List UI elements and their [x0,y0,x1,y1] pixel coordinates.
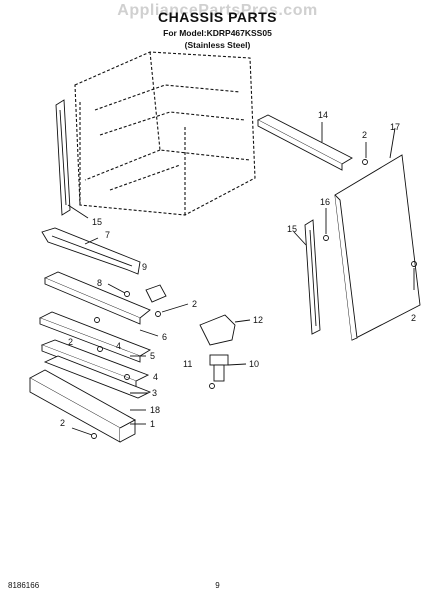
leader-2b [161,303,189,313]
screw-2d [91,433,97,439]
side-panel-17 [334,154,421,341]
callout-2e: 2 [411,313,416,323]
callout-6: 6 [162,332,167,342]
trim-4 [43,355,152,399]
channel-6 [38,311,152,363]
bracket-12 [199,314,236,346]
clip-9 [145,284,167,303]
callout-4a: 4 [116,341,121,351]
right-side-rail [304,219,321,335]
leader-15b [293,231,307,246]
callout-14: 14 [318,110,328,120]
callout-15b: 15 [287,224,297,234]
screw-2a [362,159,368,165]
left-side-rail [55,99,71,216]
screw-16 [323,235,329,241]
leader-6 [139,329,159,337]
page-number: 9 [215,581,220,590]
chassis-cabinet-outline [74,51,256,216]
top-brace-14 [257,114,353,171]
callout-2b: 2 [192,299,197,309]
screw-2b [155,311,161,317]
leader-2d [71,427,93,436]
callout-12: 12 [253,315,263,325]
callout-9: 9 [142,262,147,272]
leader-12 [234,319,251,323]
callout-7: 7 [105,230,110,240]
callout-10: 10 [249,359,259,369]
leader-15a [67,204,89,219]
callout-18: 18 [150,405,160,415]
screw-2e [411,261,417,267]
watermark: AppliancePartsPros.com [117,2,318,19]
callout-8: 8 [97,278,102,288]
callout-16: 16 [320,197,330,207]
callout-2d: 2 [60,418,65,428]
callout-2c: 2 [68,337,73,347]
finish-line: (Stainless Steel) [184,40,251,50]
leader-7 [84,237,99,245]
callout-15a: 15 [92,217,102,227]
leader-17 [389,127,396,159]
leader-8 [107,283,126,294]
callout-labels: 14 2 17 16 15 15 7 9 8 2 12 6 2 4 5 11 1… [60,110,416,429]
callout-5: 5 [150,351,155,361]
screw-4b [124,374,130,380]
screw-6 [94,317,100,323]
screw-11 [209,383,215,389]
callout-1: 1 [150,419,155,429]
callout-4b: 4 [153,372,158,382]
bracket-7 [41,227,141,275]
callout-11: 11 [183,359,192,369]
leader-10 [227,363,247,366]
model-line: For Model:KDRP467KSS05 [163,28,272,38]
kick-plate-1 [29,369,136,443]
document-number: 8186166 [8,581,40,590]
callout-3: 3 [152,388,157,398]
trim-5 [40,339,150,388]
channel-8 [43,271,151,325]
screw-2c [97,346,103,352]
leveling-leg-10 [209,354,229,382]
callout-17: 17 [390,122,400,132]
callout-2a: 2 [362,130,367,140]
screw-8 [124,291,130,297]
page-title: CHASSIS PARTS [157,9,278,25]
